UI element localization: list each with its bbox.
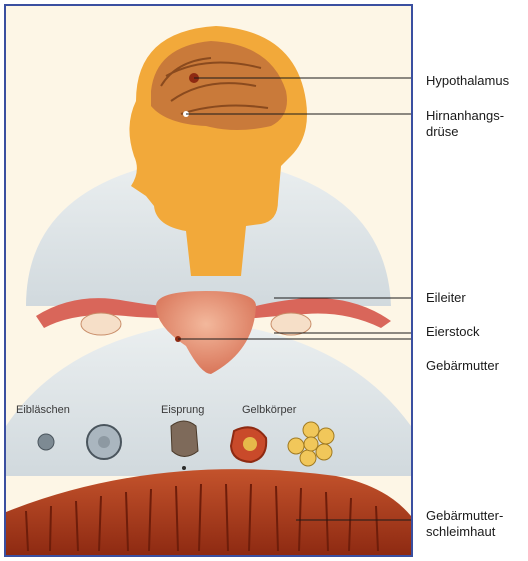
hormone-cycle-illustration: [6, 6, 411, 555]
endometrium: [6, 469, 411, 555]
label-uterus: Gebärmutter: [426, 358, 499, 373]
stage-follicle-label: Eibläschen: [16, 404, 70, 416]
stage-corpus-luteum-label: Gelbkörper: [242, 404, 296, 416]
label-endometrium-line1: Gebärmutter-: [426, 508, 503, 523]
label-hypothalamus: Hypothalamus: [426, 73, 509, 88]
label-endometrium-line2: schleimhaut: [426, 524, 495, 539]
label-ovary: Eierstock: [426, 324, 479, 339]
label-pituitary-line1: Hirnanhangs-: [426, 108, 504, 123]
label-pituitary-line2: drüse: [426, 124, 459, 139]
stage-ovulation-label: Eisprung: [161, 404, 204, 416]
label-oviduct: Eileiter: [426, 290, 466, 305]
illustration-panel: Eibläschen Eisprung Gelbkörper: [4, 4, 413, 557]
